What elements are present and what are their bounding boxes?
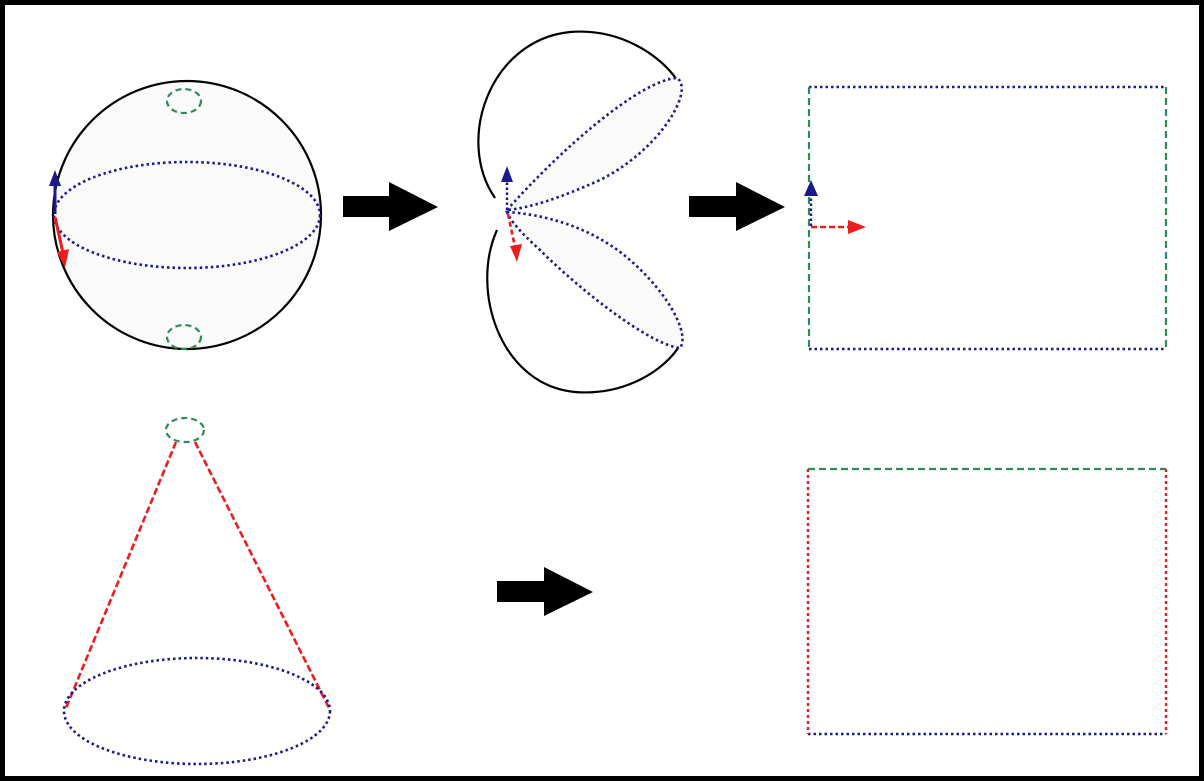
cone-base xyxy=(62,656,332,766)
south-pole-hole xyxy=(165,323,203,351)
north-pole-hole xyxy=(165,87,203,115)
sphere-cut-panel xyxy=(477,30,684,394)
up-arrow-icon xyxy=(49,170,61,186)
sphere-flat-rectangle xyxy=(804,85,1168,351)
right-arrow-icon xyxy=(689,182,785,231)
red-arrowhead-icon xyxy=(57,249,69,268)
cone-apex-hole xyxy=(164,416,206,444)
lower-half-arc xyxy=(486,229,681,394)
red-arrowhead-icon xyxy=(510,244,522,262)
up-arrow-icon xyxy=(804,180,818,196)
cone-flat-rectangle xyxy=(806,467,1168,736)
cone-panel xyxy=(62,416,332,766)
right-arrow-icon xyxy=(497,567,593,616)
sphere-panel xyxy=(49,79,323,351)
red-dashed-vector xyxy=(506,213,517,248)
upper-lobe xyxy=(503,76,683,212)
lower-lobe xyxy=(505,210,684,350)
right-arrow-icon xyxy=(343,182,438,231)
red-arrowhead-icon xyxy=(848,220,866,234)
up-arrow-icon xyxy=(501,166,513,182)
sphere-equator xyxy=(52,160,322,270)
cone-right-side xyxy=(193,441,331,709)
upper-half-arc xyxy=(477,30,678,199)
sphere-outline xyxy=(51,79,323,351)
red-tangent-vector xyxy=(53,216,65,254)
cone-left-side xyxy=(64,441,178,709)
